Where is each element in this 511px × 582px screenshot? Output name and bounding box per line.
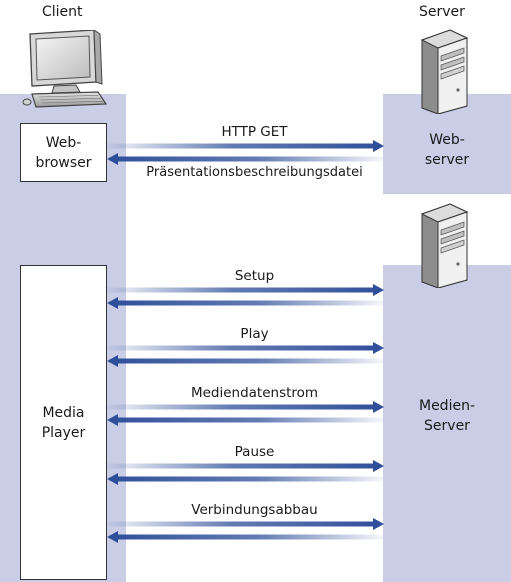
webserver-label: Web- server bbox=[424, 132, 470, 168]
arrow-http-get bbox=[107, 140, 384, 152]
arrow-play-request bbox=[107, 342, 384, 354]
server-tower-icon bbox=[420, 203, 469, 288]
arrow-setup-reply bbox=[107, 297, 383, 309]
msg-praesentation: Präsentationsbeschreibungsdatei bbox=[146, 165, 363, 180]
medienserver-panel bbox=[383, 265, 511, 582]
arrow-verbindungsabbau-reply bbox=[107, 531, 383, 543]
arrow-pause-request bbox=[107, 460, 384, 472]
msg-verbindungsabbau: Verbindungsabbau bbox=[191, 502, 318, 518]
server-column-label: Server bbox=[419, 4, 465, 20]
mediaplayer-box: Media Player bbox=[20, 265, 107, 580]
msg-play: Play bbox=[240, 326, 269, 342]
webbrowser-box: Web- browser bbox=[20, 123, 107, 182]
mediaplayer-label: Media Player bbox=[41, 404, 86, 441]
webbrowser-label: Web- browser bbox=[35, 134, 92, 171]
msg-setup: Setup bbox=[234, 268, 275, 284]
medienserver-label: Medien- Server bbox=[418, 398, 475, 434]
arrow-verbindungsabbau-request bbox=[107, 518, 384, 530]
msg-http-get: HTTP GET bbox=[221, 124, 288, 140]
client-column-label: Client bbox=[42, 4, 83, 20]
msg-mediendatenstrom: Mediendatenstrom bbox=[190, 385, 319, 401]
server-tower-icon bbox=[420, 29, 469, 114]
msg-pause: Pause bbox=[234, 444, 275, 460]
arrow-pause-reply bbox=[107, 473, 383, 485]
arrow-setup-request bbox=[107, 284, 384, 296]
arrow-mediendatenstrom-reply bbox=[107, 414, 383, 426]
computer-icon bbox=[22, 30, 108, 108]
arrow-praesentation bbox=[107, 153, 383, 165]
arrow-play-reply bbox=[107, 355, 383, 367]
arrow-mediendatenstrom-request bbox=[107, 401, 384, 413]
